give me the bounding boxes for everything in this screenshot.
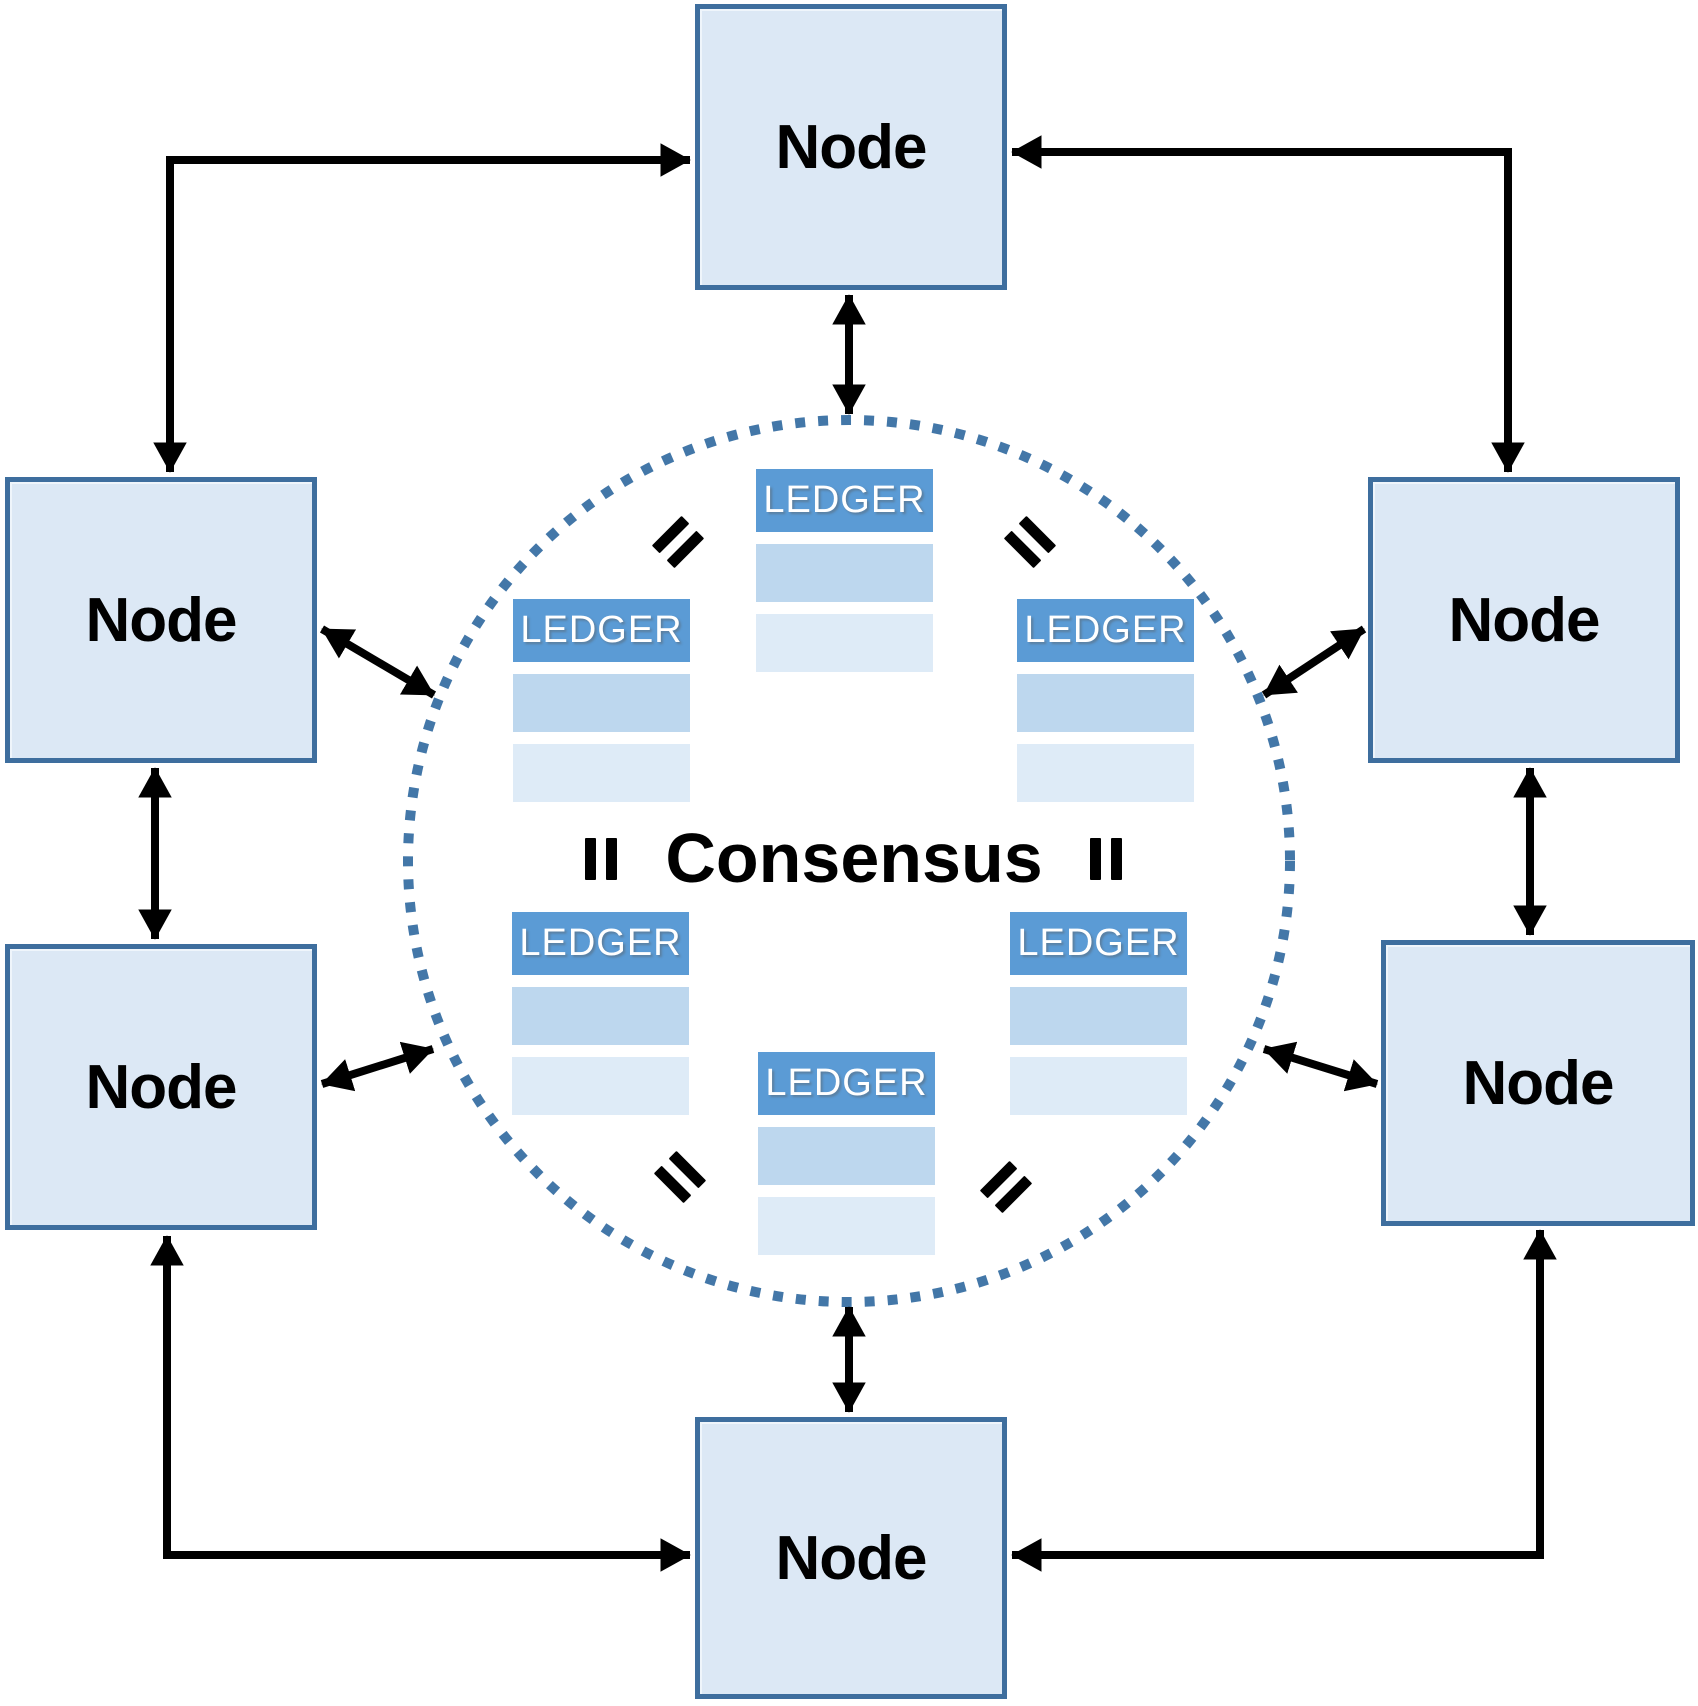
ledger-block-right-lower: LEDGER (1010, 912, 1187, 1115)
node-label: Node (1448, 585, 1601, 655)
ledger-row (1017, 744, 1194, 802)
ledger-row (513, 744, 690, 802)
ledger-header: LEDGER (1010, 912, 1187, 975)
ledger-row (758, 1197, 935, 1255)
ledger-row (758, 1127, 935, 1185)
arrow-right-upper-top-elbow (1011, 135, 1525, 473)
node-box-left-lower: Node (5, 944, 317, 1230)
node-label: Node (1462, 1048, 1615, 1118)
ledger-header: LEDGER (513, 599, 690, 662)
node-label: Node (775, 1523, 928, 1593)
equals-icon (1090, 838, 1122, 880)
node-label: Node (85, 585, 238, 655)
ledger-header: LEDGER (756, 469, 933, 532)
equals-icon (585, 838, 617, 880)
ledger-header: LEDGER (758, 1052, 935, 1115)
arrow-left-upper-node-circle (319, 625, 437, 699)
arrow-right-upper-node-circle (1261, 625, 1367, 699)
ledger-row (756, 614, 933, 672)
ledger-row (1010, 987, 1187, 1045)
ledger-row (512, 987, 689, 1045)
ledger-row (512, 1057, 689, 1115)
ledger-row (756, 544, 933, 602)
node-label: Node (85, 1052, 238, 1122)
node-box-left-upper: Node (5, 477, 317, 763)
ledger-block-left-upper: LEDGER (513, 599, 690, 802)
ledger-block-left-lower: LEDGER (512, 912, 689, 1115)
ledger-row (1010, 1057, 1187, 1115)
node-box-bottom: Node (695, 1417, 1007, 1699)
ledger-block-right-upper: LEDGER (1017, 599, 1194, 802)
arrow-left-lower-bottom-elbow (150, 1235, 691, 1572)
node-box-top: Node (695, 4, 1007, 290)
ledger-header: LEDGER (512, 912, 689, 975)
arrow-left-upper-top-elbow (153, 143, 691, 473)
arrow-right-lower-node-circle (1262, 1041, 1379, 1092)
ledger-row (513, 674, 690, 732)
ledger-row (1017, 674, 1194, 732)
consensus-boundary-circle (403, 415, 1295, 1307)
ledger-block-center-top: LEDGER (756, 469, 933, 672)
node-label: Node (775, 112, 928, 182)
node-box-right-upper: Node (1368, 477, 1680, 763)
node-box-right-lower: Node (1381, 940, 1695, 1226)
ledger-header: LEDGER (1017, 599, 1194, 662)
arrow-left-lower-node-circle (320, 1041, 435, 1092)
arrow-right-lower-bottom-elbow (1011, 1229, 1557, 1572)
ledger-block-center-bottom: LEDGER (758, 1052, 935, 1255)
consensus-label: Consensus (665, 819, 1043, 897)
